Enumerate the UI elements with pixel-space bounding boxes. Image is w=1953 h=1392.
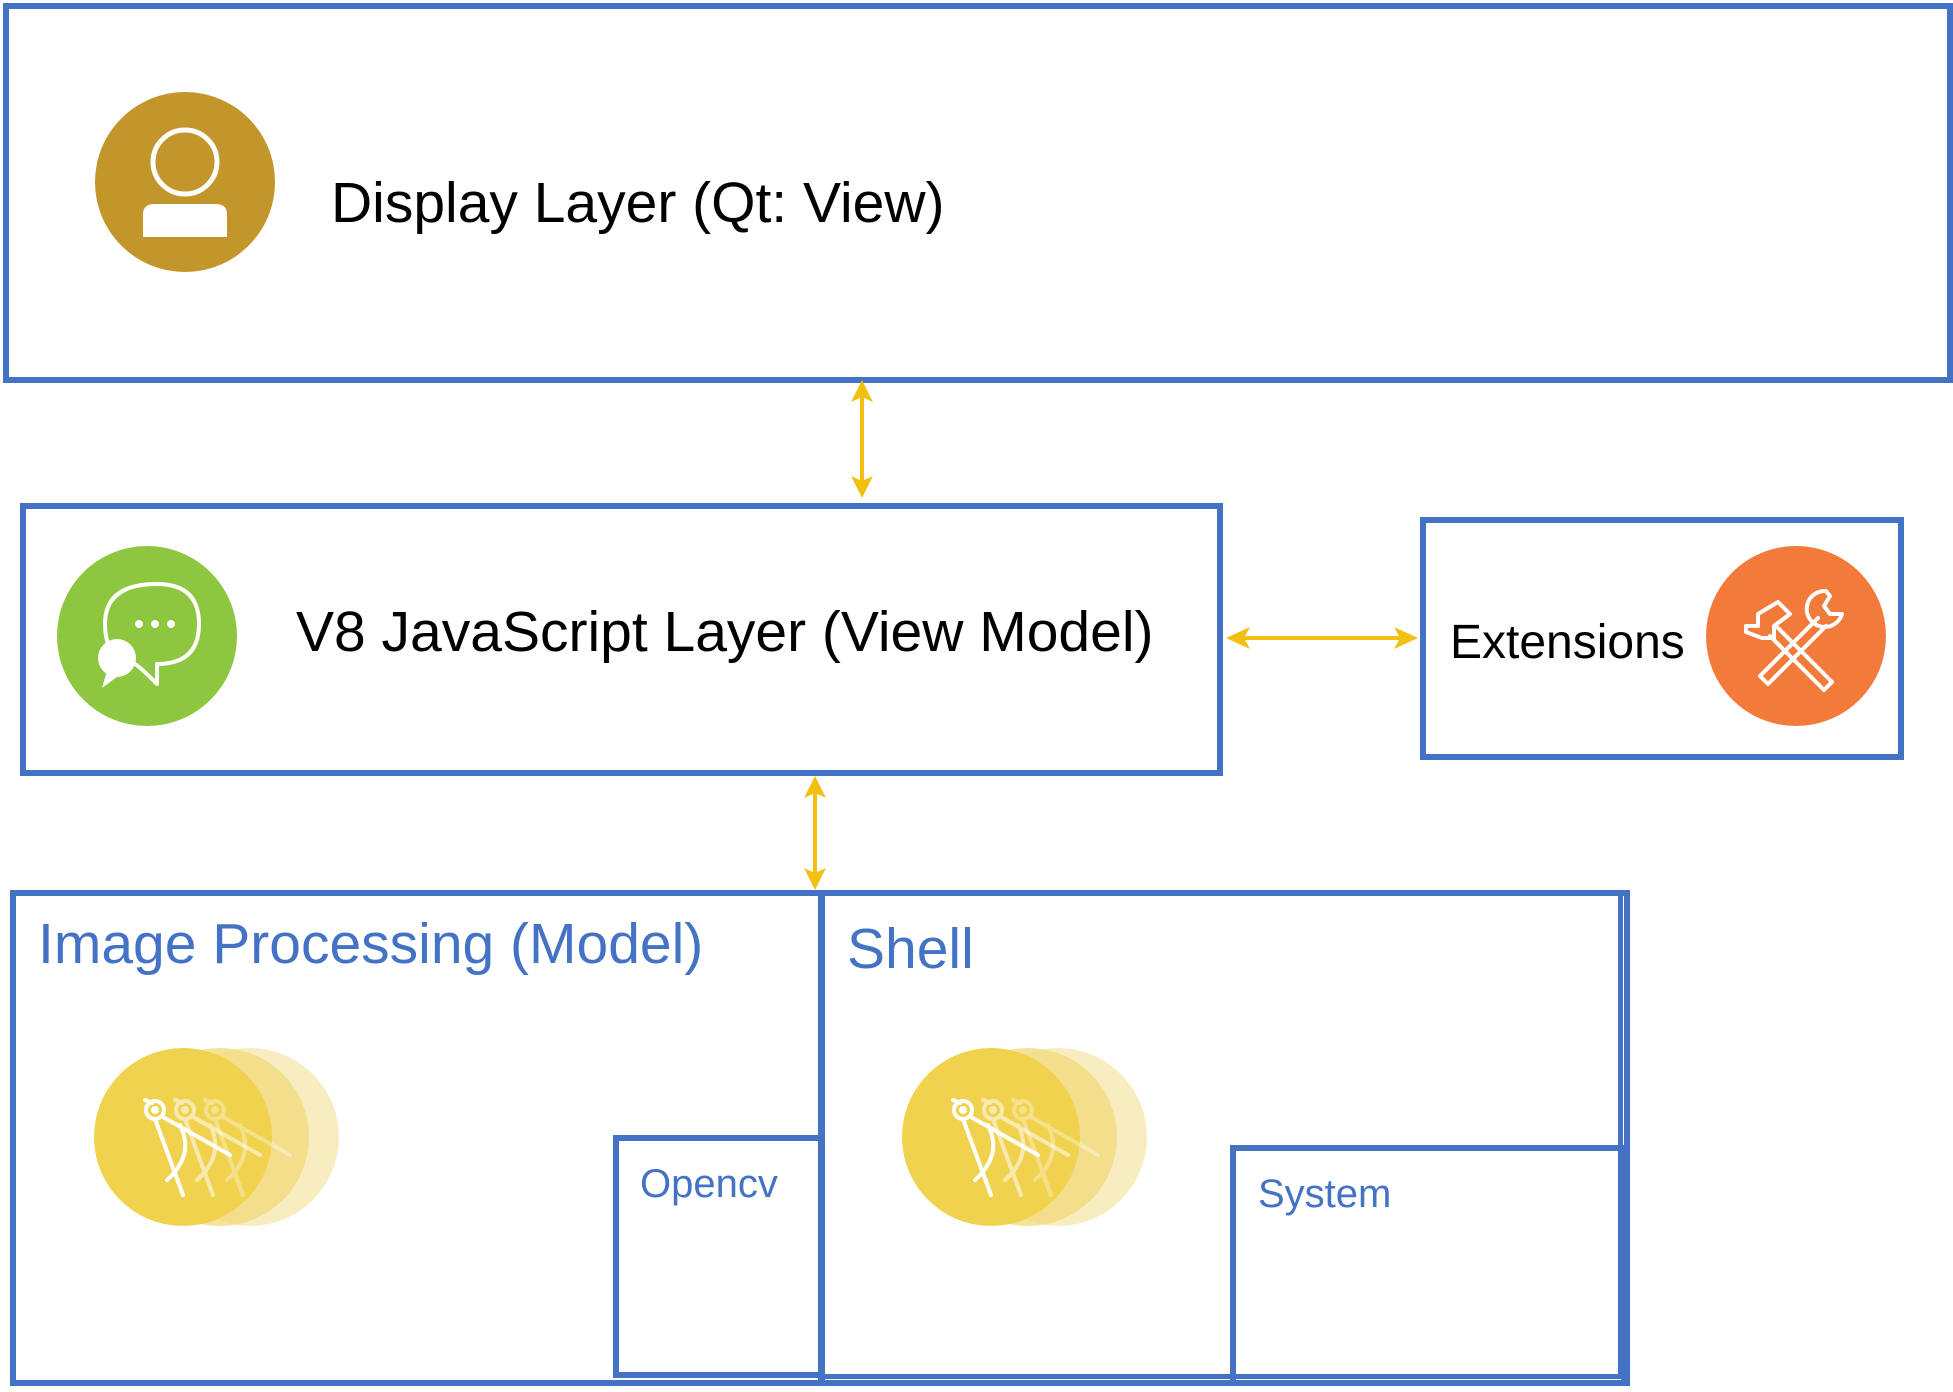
arrow-display-v8	[851, 380, 873, 498]
system-label: System	[1258, 1172, 1392, 1216]
opencv-label: Opencv	[640, 1162, 778, 1206]
shell-compass-icon	[902, 1048, 1147, 1226]
user-icon	[95, 92, 275, 272]
chat-bubbles-icon	[57, 546, 237, 726]
display-layer-box	[3, 3, 1953, 383]
v8-layer-label: V8 JavaScript Layer (View Model)	[296, 600, 1154, 664]
shell-box-outline	[818, 890, 1623, 1379]
drafting-compass-icon	[94, 1048, 339, 1226]
extensions-label: Extensions	[1450, 616, 1685, 669]
extensions-box	[1420, 517, 1904, 760]
image-processing-label: Image Processing (Model)	[38, 912, 704, 976]
arrow-v8-model	[804, 776, 826, 890]
display-layer-label: Display Layer (Qt: View)	[331, 171, 945, 235]
shell-label: Shell	[847, 917, 974, 981]
system-box	[1230, 1145, 1627, 1386]
tools-icon	[1706, 546, 1886, 726]
v8-layer-box	[20, 503, 1223, 776]
arrow-v8-extensions	[1226, 627, 1418, 649]
